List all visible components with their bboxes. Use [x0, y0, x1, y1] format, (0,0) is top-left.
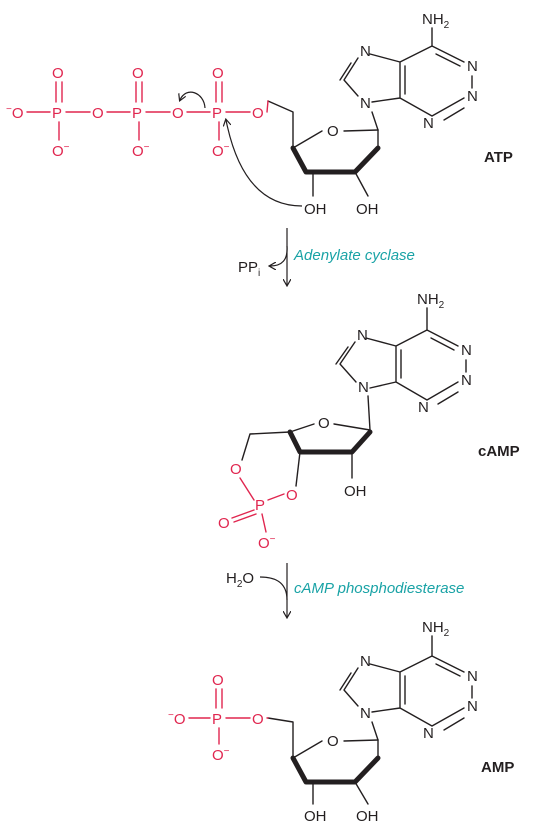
atp-ring-oxygen: O	[327, 123, 339, 140]
amp-amine-label: NH2	[422, 619, 450, 639]
camp-ester-oxygen-2: O	[286, 487, 298, 504]
camp-molecule: NH2 N N N N N O OH O O P	[218, 291, 520, 552]
camp-ring-oxygen: O	[318, 415, 330, 432]
atp-alpha-oxide: O−	[212, 142, 230, 160]
amp-3-oh-right: OH	[356, 808, 379, 825]
step-2: H2O cAMP phosphodiesterase	[226, 563, 464, 617]
atp-alpha-phosphorus: P	[212, 105, 222, 122]
atp-adenine: NH2 N N N N N	[339, 11, 478, 132]
step-2-reactant-arrow	[259, 576, 288, 601]
amp-n1-label: N	[467, 668, 478, 685]
camp-cyclic-phosphate: O O P O O−	[218, 461, 298, 552]
amp-oxygen-left: −O	[168, 710, 186, 728]
atp-n7-label: N	[360, 43, 371, 60]
amp-n3b-label: N	[423, 725, 434, 742]
atp-beta-phosphorus: P	[132, 105, 142, 122]
amp-ribose: O OH OH	[267, 717, 381, 825]
atp-gamma-oxo: O	[52, 65, 64, 82]
step-2-enzyme: cAMP phosphodiesterase	[294, 580, 464, 597]
amp-bridge-oxygen: O	[252, 711, 264, 728]
atp-triphosphate: −O P O P O P O O O O O− O−	[6, 65, 269, 160]
amp-name: AMP	[481, 759, 514, 776]
atp-ribose: O OH OH	[267, 100, 381, 218]
atp-gamma-phosphorus: P	[52, 105, 62, 122]
amp-ring-oxygen: O	[327, 733, 339, 750]
camp-amine-label: NH2	[417, 291, 445, 311]
camp-n1-label: N	[461, 342, 472, 359]
step-2-reactant: H2O	[226, 570, 254, 590]
camp-name: cAMP	[478, 443, 520, 460]
atp-beta-oxide: O−	[132, 142, 150, 160]
camp-n9-label: N	[358, 379, 369, 396]
atp-2-oh-left: OH	[304, 201, 327, 218]
camp-n3b-label: N	[418, 399, 429, 416]
amp-n9-label: N	[360, 705, 371, 722]
step-1-byproduct: PPi	[238, 259, 260, 279]
amp-adenine: NH2 N N N N N	[339, 619, 478, 742]
atp-gamma-oxygen-left: −O	[6, 104, 24, 122]
step-1-byproduct-arrow	[270, 245, 288, 266]
atp-bridge-oxygen-1: O	[92, 105, 104, 122]
camp-oxide: O−	[258, 534, 276, 552]
atp-alpha-oxo: O	[212, 65, 224, 82]
step-1: PPi Adenylate cyclase	[238, 228, 415, 285]
camp-adenine: NH2 N N N N N	[335, 291, 472, 431]
atp-name: ATP	[484, 149, 513, 166]
camp-oh: OH	[344, 483, 367, 500]
camp-oxo: O	[218, 515, 230, 532]
atp-n3-label: N	[467, 88, 478, 105]
atp-electron-arrow-small	[180, 91, 206, 109]
amp-2-oh-left: OH	[304, 808, 327, 825]
amp-oxide: O−	[212, 746, 230, 764]
camp-ribose: O OH	[241, 415, 373, 500]
camp-n3-label: N	[461, 372, 472, 389]
atp-n9-label: N	[360, 95, 371, 112]
atp-nucleophile-arrow	[226, 120, 303, 207]
camp-n7-label: N	[357, 327, 368, 344]
amp-n7-label: N	[360, 653, 371, 670]
atp-bridge-oxygen-2: O	[172, 105, 184, 122]
atp-molecule: NH2 N N N N N O OH OH −O	[6, 11, 513, 218]
atp-amine-label: NH2	[422, 11, 450, 31]
step-1-enzyme: Adenylate cyclase	[293, 247, 415, 264]
amp-n3-label: N	[467, 698, 478, 715]
camp-phosphorus: P	[255, 497, 265, 514]
amp-phosphate: −O P O O O−	[168, 672, 269, 764]
atp-gamma-oxide: O−	[52, 142, 70, 160]
atp-beta-oxo: O	[132, 65, 144, 82]
amp-phosphorus: P	[212, 711, 222, 728]
atp-n1-label: N	[467, 58, 478, 75]
atp-3-oh-right: OH	[356, 201, 379, 218]
amp-oxo: O	[212, 672, 224, 689]
camp-ester-oxygen-1: O	[230, 461, 242, 478]
amp-molecule: NH2 N N N N N O OH OH −O P	[168, 619, 514, 825]
atp-bridge-oxygen-3: O	[252, 105, 264, 122]
atp-n3b-label: N	[423, 115, 434, 132]
